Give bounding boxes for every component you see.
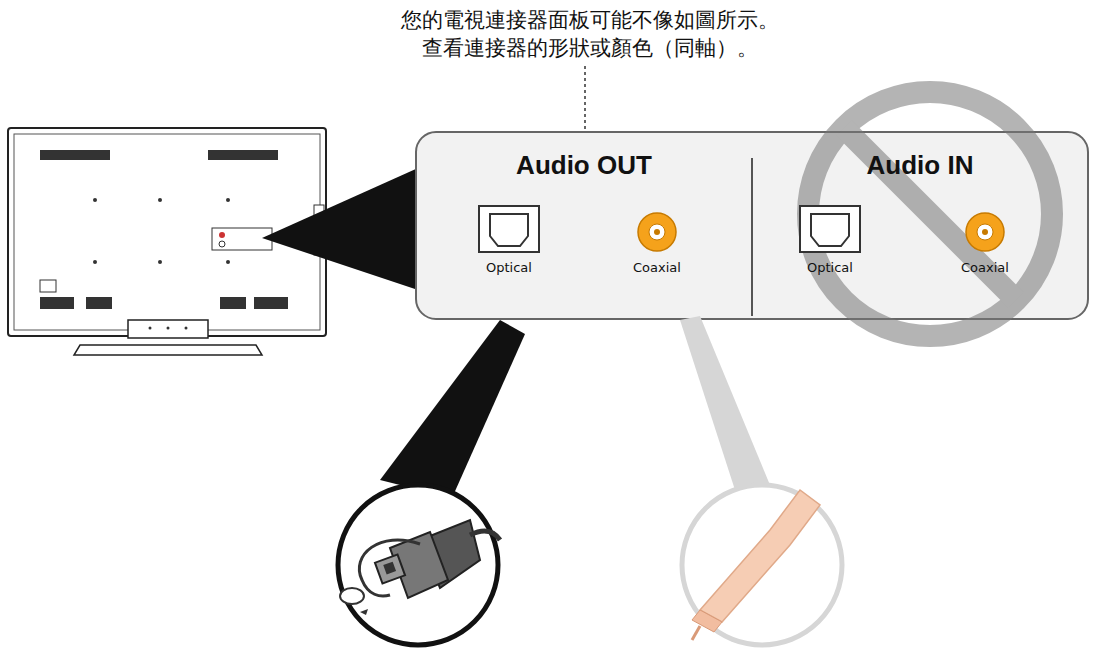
optical-plug (338, 485, 500, 645)
zoom-callout (380, 320, 525, 498)
port-label: Optical (486, 260, 532, 275)
leader-line (584, 66, 586, 130)
note-text: 您的電視連接器面板可能不像如圖所示。 (401, 6, 779, 34)
zoom-callout (262, 168, 418, 290)
coaxial-port (966, 213, 1004, 251)
optical-port (800, 206, 860, 252)
panel-section: Audio OUT (418, 150, 750, 181)
section-heading: Audio IN (754, 150, 1086, 181)
section-heading: Audio OUT (418, 150, 750, 181)
port-label: Coaxial (961, 260, 1009, 275)
zoom-callout (680, 316, 770, 490)
coaxial-port (638, 213, 676, 251)
panel-section: Audio IN (754, 150, 1086, 181)
coaxial-plug (682, 485, 842, 645)
prohibited-sign (808, 92, 1052, 336)
divider (751, 158, 753, 316)
port-label: Coaxial (633, 260, 681, 275)
note-text: 查看連接器的形狀或顏色（同軸）。 (422, 34, 758, 62)
connector-panel (416, 132, 1088, 319)
port-label: Optical (807, 260, 853, 275)
optical-port (479, 206, 539, 252)
